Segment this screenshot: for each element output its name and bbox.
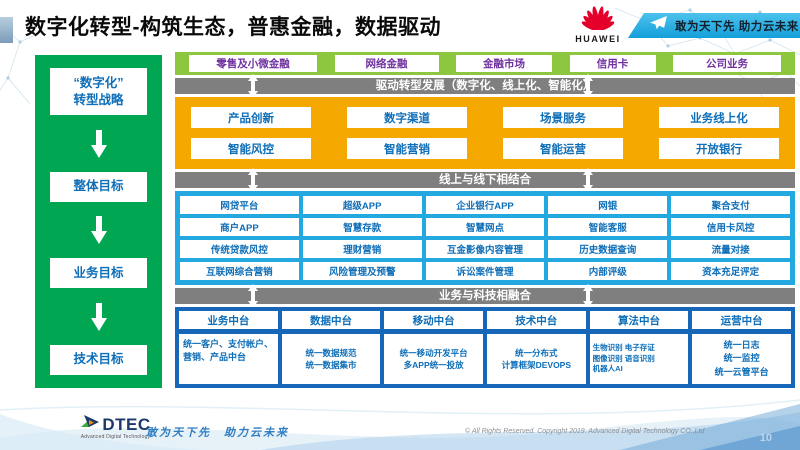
platforms-section: 业务中台 统一客户、支付帐户、营销、产品中台 数据中台 统一数据规范 统一数据集… bbox=[175, 307, 795, 388]
banner-drive-transformation: 驱动转型发展（数字化、线上化、智能化） bbox=[175, 74, 795, 98]
business-line-box: 公司业务 bbox=[673, 55, 781, 72]
double-vertical-arrow-icon bbox=[583, 74, 593, 98]
platform-column: 业务中台 统一客户、支付帐户、营销、产品中台 bbox=[179, 311, 278, 384]
platform-column: 数据中台 统一数据规范 统一数据集市 bbox=[281, 311, 381, 384]
business-line-box: 信用卡 bbox=[569, 55, 656, 72]
header-slogan-text: 敢为天下先 助力云未来 bbox=[675, 20, 799, 33]
application-box: 聚合支付 bbox=[671, 196, 790, 214]
platform-title: 运营中台 bbox=[692, 311, 791, 329]
double-vertical-arrow-icon bbox=[248, 284, 258, 308]
platform-title: 业务中台 bbox=[179, 311, 278, 329]
capabilities-row: 产品创新 数字渠道 场景服务 业务线上化 bbox=[191, 107, 779, 128]
capability-box: 智能营销 bbox=[347, 138, 467, 159]
platform-detail: 统一数据规范 统一数据集市 bbox=[281, 334, 381, 384]
application-box: 资本充足评定 bbox=[671, 262, 790, 280]
platform-column: 算法中台 生物识别 电子存证 图像识别 语音识别 机器人AI bbox=[589, 311, 689, 384]
double-vertical-arrow-icon bbox=[248, 168, 258, 192]
platform-title: 数据中台 bbox=[281, 311, 381, 329]
application-box: 理财营销 bbox=[302, 240, 422, 258]
application-box: 诉讼案件管理 bbox=[425, 262, 545, 280]
banner-text: 业务与科技相融合 bbox=[439, 290, 531, 302]
double-vertical-arrow-icon bbox=[583, 284, 593, 308]
business-line-box: 金融市场 bbox=[456, 55, 552, 72]
down-arrow-icon bbox=[90, 129, 107, 159]
platform-column: 技术中台 统一分布式 计算框架DEVOPS bbox=[486, 311, 586, 384]
platform-detail: 统一移动开发平台 多APP统一投放 bbox=[384, 334, 483, 384]
capabilities-section: 产品创新 数字渠道 场景服务 业务线上化 智能风控 智能营销 智能运营 开放银行 bbox=[175, 97, 795, 169]
application-box: 企业银行APP bbox=[425, 196, 545, 214]
page-title: 数字化转型-构筑生态，普惠金融，数据驱动 bbox=[25, 16, 441, 39]
platform-detail: 生物识别 电子存证 图像识别 语音识别 机器人AI bbox=[589, 334, 689, 384]
business-line-box: 零售及小微金融 bbox=[189, 55, 317, 72]
application-box: 网银 bbox=[548, 196, 668, 214]
banner-tech-fusion: 业务与科技相融合 bbox=[175, 284, 795, 308]
strategy-step-tech-goal: 技术目标 bbox=[50, 344, 147, 375]
capability-box: 智能运营 bbox=[503, 138, 623, 159]
footer: DTEC Advanced Digital Technology 敢为天下先 助… bbox=[0, 400, 800, 450]
banner-text: 线上与线下相结合 bbox=[439, 174, 531, 186]
application-box: 流量对接 bbox=[671, 240, 790, 258]
application-box: 传统贷款风控 bbox=[180, 240, 299, 258]
huawei-flower-icon bbox=[581, 6, 615, 34]
business-line-box: 网络金融 bbox=[334, 55, 439, 72]
platform-column: 移动中台 统一移动开发平台 多APP统一投放 bbox=[384, 311, 483, 384]
capability-box: 开放银行 bbox=[659, 138, 779, 159]
application-box: 超级APP bbox=[302, 196, 422, 214]
huawei-logo: HUAWEI bbox=[570, 3, 626, 44]
application-box: 历史数据查询 bbox=[548, 240, 668, 258]
copyright-text: © All Rights Reserved. Copyright 2019. A… bbox=[465, 428, 705, 435]
capabilities-row: 智能风控 智能营销 智能运营 开放银行 bbox=[191, 138, 779, 159]
page-number: 10 bbox=[759, 432, 772, 444]
strategy-step-digital: “数字化” 转型战略 bbox=[50, 68, 147, 116]
application-box: 智能客服 bbox=[548, 218, 668, 236]
strategy-flow-panel: “数字化” 转型战略 整体目标 业务目标 技术目标 bbox=[35, 55, 162, 388]
application-box: 智慧网点 bbox=[425, 218, 545, 236]
platform-detail: 统一日志 统一监控 统一云管平台 bbox=[692, 334, 791, 384]
strategy-step-overall-goal: 整体目标 bbox=[50, 171, 147, 202]
down-arrow-icon bbox=[90, 215, 107, 245]
double-vertical-arrow-icon bbox=[583, 168, 593, 192]
platform-detail: 统一分布式 计算框架DEVOPS bbox=[486, 334, 586, 384]
banner-text: 驱动转型发展（数字化、线上化、智能化） bbox=[375, 80, 595, 92]
banner-online-offline: 线上与线下相结合 bbox=[175, 168, 795, 192]
application-box: 智慧存款 bbox=[302, 218, 422, 236]
footer-slogan: 敢为天下先 助力云未来 bbox=[146, 427, 289, 439]
platform-title: 算法中台 bbox=[589, 311, 689, 329]
capability-box: 产品创新 bbox=[191, 107, 311, 128]
title-accent-bar bbox=[0, 17, 13, 43]
down-arrow-icon bbox=[90, 302, 107, 332]
double-vertical-arrow-icon bbox=[248, 74, 258, 98]
platform-column: 运营中台 统一日志 统一监控 统一云管平台 bbox=[692, 311, 791, 384]
application-box: 内部评级 bbox=[548, 262, 668, 280]
business-lines-row: 零售及小微金融 网络金融 金融市场 信用卡 公司业务 bbox=[175, 52, 795, 75]
paper-plane-icon bbox=[650, 16, 667, 35]
application-box: 商户APP bbox=[180, 218, 299, 236]
applications-grid: 网贷平台 超级APP 企业银行APP 网银 聚合支付 商户APP 智慧存款 智慧… bbox=[175, 191, 795, 285]
strategy-step-business-goal: 业务目标 bbox=[50, 258, 147, 289]
application-box: 信用卡风控 bbox=[671, 218, 790, 236]
capability-box: 数字渠道 bbox=[347, 107, 467, 128]
application-box: 互金影像内容管理 bbox=[425, 240, 545, 258]
platform-detail: 统一客户、支付帐户、营销、产品中台 bbox=[179, 334, 278, 384]
huawei-wordmark: HUAWEI bbox=[575, 34, 621, 44]
header-slogan-banner: 敢为天下先 助力云未来 bbox=[628, 13, 800, 38]
application-box: 风险管理及预警 bbox=[302, 262, 422, 280]
platform-title: 技术中台 bbox=[486, 311, 586, 329]
capability-box: 场景服务 bbox=[503, 107, 623, 128]
platform-title: 移动中台 bbox=[384, 311, 483, 329]
capability-box: 智能风控 bbox=[191, 138, 311, 159]
application-box: 网贷平台 bbox=[180, 196, 299, 214]
application-box: 互联网综合营销 bbox=[180, 262, 299, 280]
capability-box: 业务线上化 bbox=[659, 107, 779, 128]
dtec-wordmark: DTEC bbox=[102, 414, 151, 434]
dtec-arrow-icon bbox=[80, 414, 100, 435]
